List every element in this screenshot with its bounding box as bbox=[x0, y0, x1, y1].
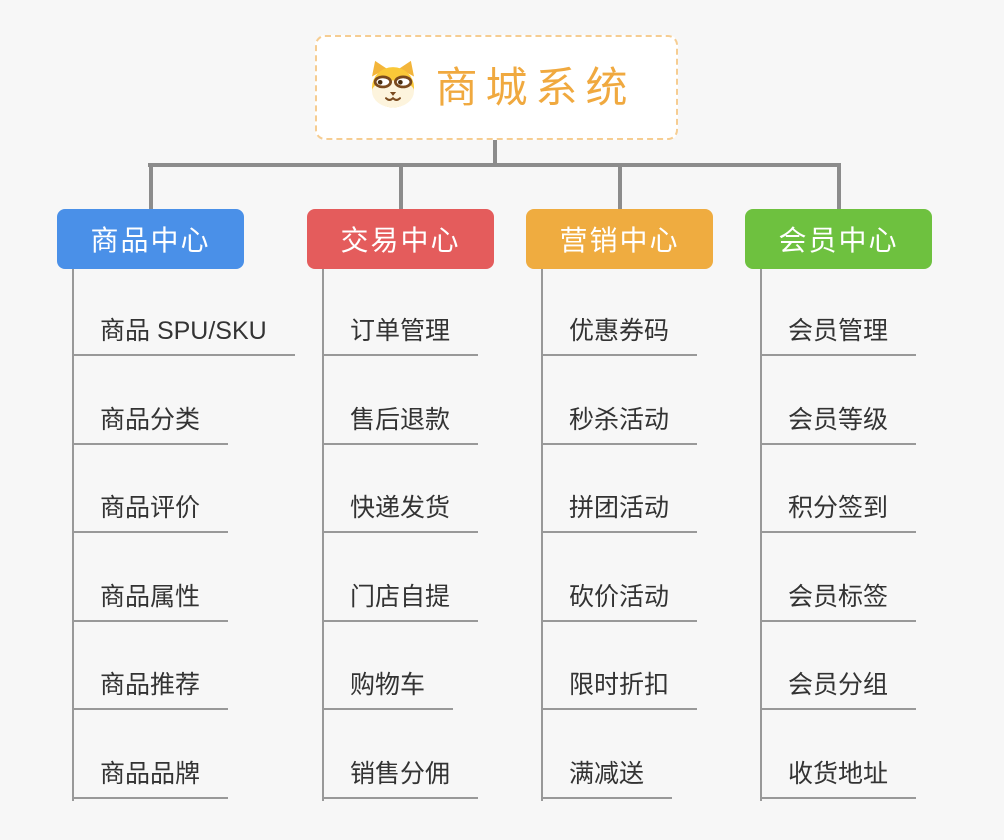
leaf-node[interactable]: 会员等级 bbox=[760, 404, 917, 445]
leaf-node[interactable]: 快递发货 bbox=[322, 492, 479, 533]
leaf-node[interactable]: 商品品牌 bbox=[72, 758, 229, 799]
leaf-node[interactable]: 满减送 bbox=[541, 758, 673, 799]
leaf-node[interactable]: 商品 SPU/SKU bbox=[72, 315, 295, 356]
branch-header-marketing-center[interactable]: 营销中心 bbox=[526, 209, 713, 269]
connector-drop-marketing-center bbox=[617, 163, 622, 209]
connector-trunk bbox=[148, 163, 840, 167]
connector-drop-trade-center bbox=[398, 163, 403, 209]
leaf-node[interactable]: 商品推荐 bbox=[72, 669, 229, 710]
leaf-node[interactable]: 会员分组 bbox=[760, 669, 917, 710]
connector-column-trade-center bbox=[322, 269, 324, 801]
connector-drop-product-center bbox=[148, 163, 153, 209]
leaf-node[interactable]: 优惠券码 bbox=[541, 315, 698, 356]
branch-header-trade-center[interactable]: 交易中心 bbox=[307, 209, 494, 269]
connector-column-product-center bbox=[72, 269, 74, 801]
leaf-node[interactable]: 砍价活动 bbox=[541, 581, 698, 622]
connector-drop-member-center bbox=[836, 163, 841, 209]
branch-header-product-center[interactable]: 商品中心 bbox=[57, 209, 244, 269]
root-node[interactable]: 商城系统 bbox=[315, 35, 678, 140]
leaf-node[interactable]: 订单管理 bbox=[322, 315, 479, 356]
leaf-node[interactable]: 拼团活动 bbox=[541, 492, 698, 533]
leaf-node[interactable]: 收货地址 bbox=[760, 758, 917, 799]
leaf-node[interactable]: 售后退款 bbox=[322, 404, 479, 445]
connector-column-member-center bbox=[760, 269, 762, 801]
connector-root-stem bbox=[493, 140, 497, 163]
branch-header-member-center[interactable]: 会员中心 bbox=[745, 209, 932, 269]
leaf-node[interactable]: 商品属性 bbox=[72, 581, 229, 622]
root-title: 商城系统 bbox=[435, 63, 636, 111]
leaf-node[interactable]: 销售分佣 bbox=[322, 758, 479, 799]
leaf-node[interactable]: 秒杀活动 bbox=[541, 404, 698, 445]
connector-column-marketing-center bbox=[541, 269, 543, 801]
leaf-node[interactable]: 限时折扣 bbox=[541, 669, 698, 710]
leaf-node[interactable]: 购物车 bbox=[322, 669, 454, 710]
leaf-node[interactable]: 商品评价 bbox=[72, 492, 229, 533]
dog-face-icon bbox=[365, 60, 421, 115]
leaf-node[interactable]: 积分签到 bbox=[760, 492, 917, 533]
leaf-node[interactable]: 会员标签 bbox=[760, 581, 917, 622]
leaf-node[interactable]: 商品分类 bbox=[72, 404, 229, 445]
leaf-node[interactable]: 门店自提 bbox=[322, 581, 479, 622]
leaf-node[interactable]: 会员管理 bbox=[760, 315, 917, 356]
